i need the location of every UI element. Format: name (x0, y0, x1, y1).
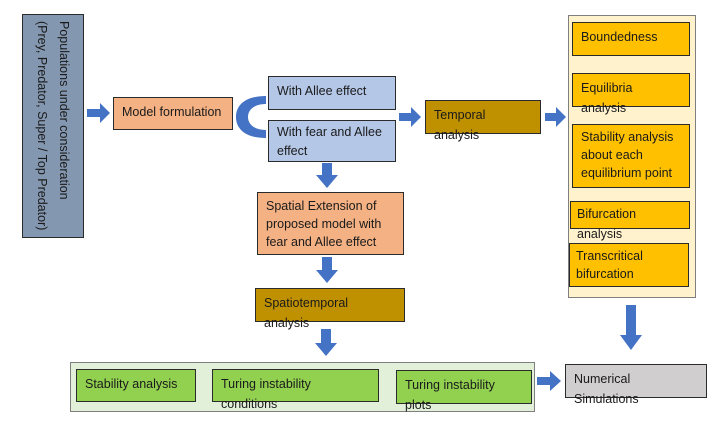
spatial-extension-box: Spatial Extension of proposed model with… (257, 192, 404, 255)
spatio-item-label: Turing instability plots (405, 378, 495, 412)
spatiotemporal-analysis-label: Spatiotemporal analysis (264, 296, 349, 330)
temporal-analysis-label: Temporal analysis (434, 108, 486, 142)
with-allee-label: With Allee effect (277, 84, 367, 98)
temporal-item-equilibria: Equilibria analysis (572, 73, 690, 115)
spatial-extension-label: Spatial Extension of proposed model with… (266, 199, 382, 249)
temporal-analysis-box: Temporal analysis (425, 100, 541, 142)
temporal-item-label: Stability analysis about each equilibriu… (581, 130, 674, 180)
arrow-temporal-items-to-simulations (620, 305, 642, 350)
model-formulation-label: Model formulation (122, 105, 222, 119)
spatiotemporal-analysis-box: Spatiotemporal analysis (255, 288, 405, 330)
with-allee-box: With Allee effect (268, 76, 396, 110)
with-fear-allee-label: With fear and Allee effect (277, 125, 382, 158)
numerical-simulations-box: Numerical Simulations (565, 364, 707, 406)
bracket-connector (236, 96, 266, 138)
numerical-simulations-label: Numerical Simulations (574, 372, 639, 406)
arrow-spatio-to-simulations (537, 371, 561, 391)
arrow-fear-to-spatial (316, 163, 338, 188)
arrow-populations-to-model (87, 103, 110, 123)
temporal-item-label: Bifurcation analysis (577, 207, 637, 241)
arrow-allee-to-temporal (399, 107, 421, 127)
temporal-item-boundedness: Boundedness (572, 22, 690, 56)
temporal-item-transcritical: Transcritical bifurcation (569, 243, 689, 287)
populations-box: Populations under consideration (Prey, P… (22, 14, 84, 238)
spatio-item-stability: Stability analysis (76, 369, 196, 402)
temporal-item-label: Boundedness (581, 30, 658, 44)
spatio-item-turing-plots: Turing instability plots (396, 370, 532, 412)
temporal-item-bifurcation: Bifurcation analysis (570, 201, 690, 241)
spatio-item-label: Turing instability conditions (221, 377, 311, 411)
temporal-item-stability: Stability analysis about each equilibriu… (572, 124, 690, 188)
model-formulation-box: Model formulation (113, 97, 233, 130)
spatio-item-turing-conditions: Turing instability conditions (212, 369, 379, 411)
spatio-item-label: Stability analysis (85, 377, 178, 391)
temporal-item-label: Transcritical bifurcation (576, 249, 643, 281)
arrow-temporal-to-items (545, 107, 566, 127)
arrow-spatiotemporal-to-items (315, 329, 337, 356)
temporal-item-label: Equilibria analysis (581, 81, 633, 115)
with-fear-allee-box: With fear and Allee effect (268, 120, 396, 162)
arrow-spatial-to-spatiotemporal (316, 257, 338, 283)
